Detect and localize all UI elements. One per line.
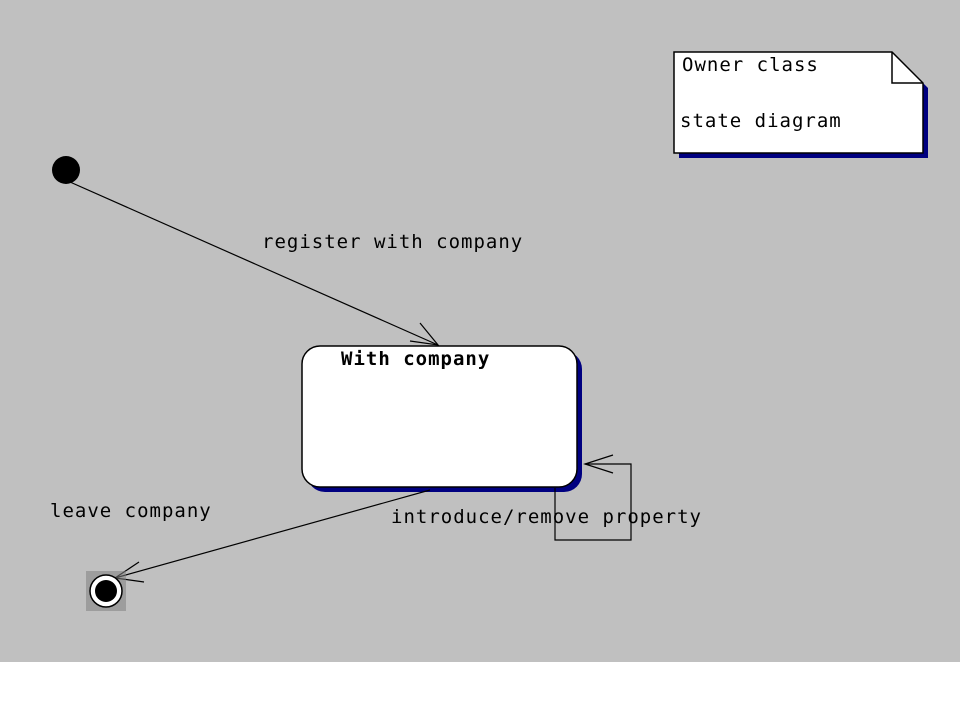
note-line-1: Owner class	[682, 54, 819, 76]
note-fold	[891, 52, 923, 84]
leave-transition-line[interactable]	[114, 489, 431, 579]
self-loop-transition[interactable]	[554, 463, 632, 541]
register-transition-label: register with company	[262, 231, 524, 253]
note-box	[673, 51, 924, 154]
state-diagram-svg	[52, 51, 928, 611]
leave-transition-label: leave company	[50, 500, 212, 522]
note-line-2: state diagram	[680, 110, 842, 132]
diagram-canvas: Owner class state diagram register with …	[0, 0, 960, 662]
initial-state-node[interactable]	[52, 156, 80, 184]
self-loop-arrowhead	[583, 454, 614, 474]
register-transition-line[interactable]	[69, 181, 439, 346]
self-loop-transition-label: introduce/remove property	[391, 506, 702, 528]
final-state-node	[95, 580, 117, 602]
state-name: With company	[341, 348, 491, 370]
state-box[interactable]	[301, 345, 578, 488]
register-arrowhead	[409, 322, 440, 346]
